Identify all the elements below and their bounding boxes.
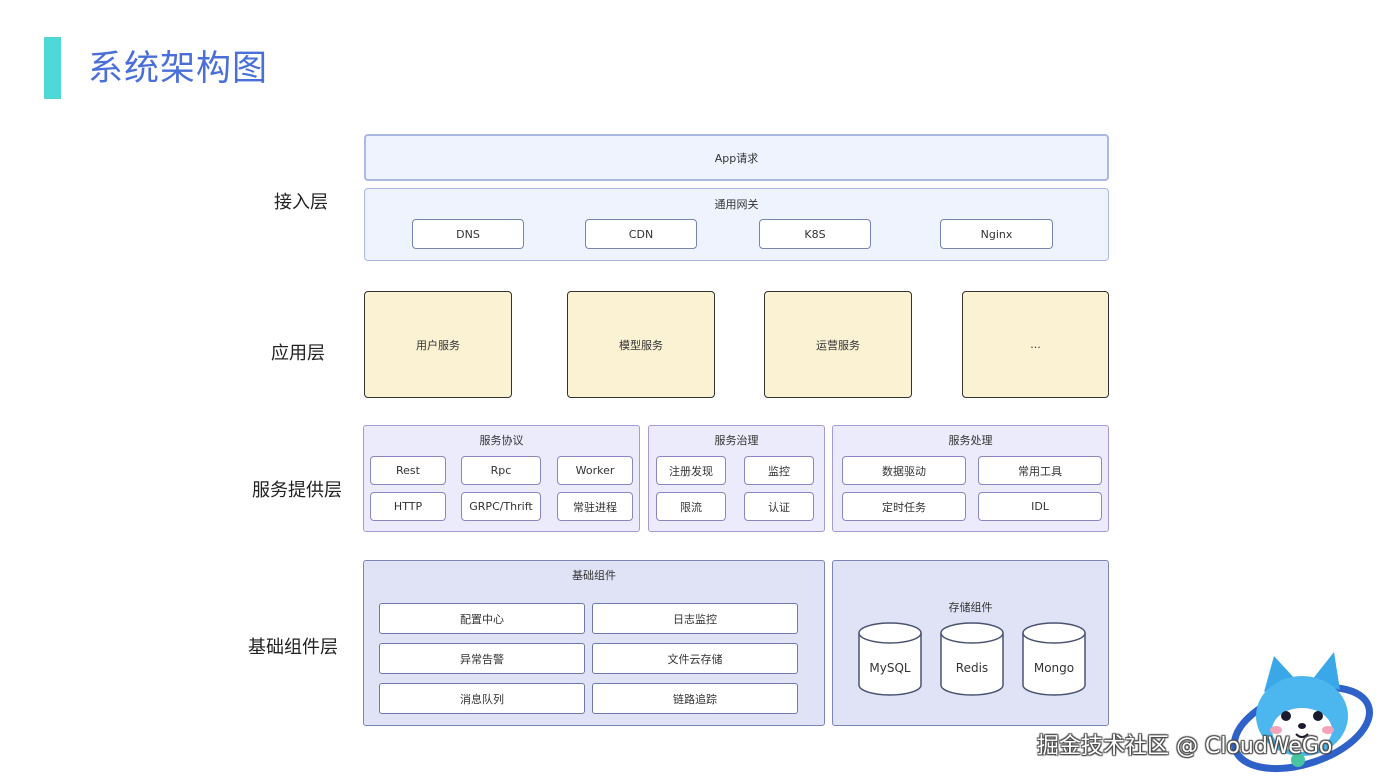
component-item-label: 文件云存储 bbox=[667, 652, 723, 666]
app-service-label: ... bbox=[1030, 338, 1041, 351]
protocol-item-label: Rest bbox=[396, 464, 420, 477]
base-components-title: 基础组件 bbox=[572, 569, 616, 582]
component-item-cloudstorage: 文件云存储 bbox=[592, 643, 798, 674]
app-service-operations: 运营服务 bbox=[764, 291, 912, 398]
protocol-item-http: HTTP bbox=[370, 492, 446, 521]
protocol-item-label: Rpc bbox=[490, 464, 512, 477]
title-accent-bar bbox=[44, 37, 61, 99]
gateway-item-nginx: Nginx bbox=[940, 219, 1053, 249]
gateway-item-dns: DNS bbox=[412, 219, 524, 249]
governance-item-label: 认证 bbox=[768, 500, 790, 514]
app-service-label: 模型服务 bbox=[619, 338, 663, 352]
gateway-title: 通用网关 bbox=[714, 198, 759, 211]
service-processing-title: 服务处理 bbox=[948, 434, 993, 447]
footer-watermark: 掘金技术社区 @ CloudWeGo bbox=[1037, 734, 1333, 759]
processing-item-label: 常用工具 bbox=[1018, 464, 1062, 478]
governance-item-ratelimit: 限流 bbox=[656, 492, 726, 521]
component-item-label: 消息队列 bbox=[460, 692, 504, 706]
app-service-model: 模型服务 bbox=[567, 291, 715, 398]
base-storage-title: 存储组件 bbox=[948, 601, 993, 614]
component-item-label: 日志监控 bbox=[673, 612, 717, 626]
layer-label-access: 接入层 bbox=[274, 192, 328, 213]
cloudwego-mascot-logo bbox=[1231, 652, 1373, 772]
protocol-item-label: GRPC/Thrift bbox=[469, 500, 533, 513]
component-item-mq: 消息队列 bbox=[379, 683, 585, 714]
component-item-logmonitor: 日志监控 bbox=[592, 603, 798, 634]
processing-item-label: 数据驱动 bbox=[882, 464, 926, 478]
processing-item-tools: 常用工具 bbox=[978, 456, 1102, 485]
processing-item-label: 定时任务 bbox=[882, 500, 926, 514]
app-service-label: 运营服务 bbox=[816, 338, 860, 352]
protocol-item-daemon: 常驻进程 bbox=[557, 492, 633, 521]
component-item-label: 配置中心 bbox=[460, 612, 504, 626]
component-item-config: 配置中心 bbox=[379, 603, 585, 634]
governance-item-label: 限流 bbox=[680, 500, 702, 514]
protocol-item-rest: Rest bbox=[370, 456, 446, 485]
protocol-item-label: HTTP bbox=[393, 500, 423, 513]
app-service-user: 用户服务 bbox=[364, 291, 512, 398]
protocol-item-worker: Worker bbox=[557, 456, 633, 485]
storage-cylinder-mysql: MySQL bbox=[858, 622, 922, 696]
gateway-item-k8s: K8S bbox=[759, 219, 871, 249]
governance-item-label: 注册发现 bbox=[669, 464, 713, 478]
protocol-item-label: Worker bbox=[575, 464, 615, 477]
processing-item-label: IDL bbox=[1031, 500, 1049, 513]
database-icon bbox=[940, 622, 1004, 696]
protocol-item-grpc: GRPC/Thrift bbox=[461, 492, 541, 521]
service-governance-title: 服务治理 bbox=[714, 434, 759, 447]
app-service-label: 用户服务 bbox=[416, 338, 460, 352]
component-item-label: 异常告警 bbox=[460, 652, 504, 666]
storage-label: Redis bbox=[955, 661, 989, 675]
processing-item-datadriven: 数据驱动 bbox=[842, 456, 966, 485]
layer-label-app: 应用层 bbox=[271, 343, 325, 364]
component-item-tracing: 链路追踪 bbox=[592, 683, 798, 714]
layer-label-service: 服务提供层 bbox=[252, 480, 342, 501]
governance-item-discovery: 注册发现 bbox=[656, 456, 726, 485]
processing-item-cron: 定时任务 bbox=[842, 492, 966, 521]
storage-label: Mongo bbox=[1033, 661, 1075, 675]
processing-item-idl: IDL bbox=[978, 492, 1102, 521]
governance-item-monitor: 监控 bbox=[744, 456, 814, 485]
gateway-item-label: CDN bbox=[628, 227, 654, 241]
protocol-item-label: 常驻进程 bbox=[573, 500, 617, 514]
service-protocol-title: 服务协议 bbox=[479, 434, 524, 447]
gateway-item-cdn: CDN bbox=[585, 219, 697, 249]
layer-label-base: 基础组件层 bbox=[248, 637, 338, 658]
component-item-label: 链路追踪 bbox=[673, 692, 717, 706]
app-service-more: ... bbox=[962, 291, 1109, 398]
gateway-item-label: DNS bbox=[456, 227, 480, 241]
database-icon bbox=[858, 622, 922, 696]
storage-label: MySQL bbox=[869, 661, 911, 675]
page-title: 系统架构图 bbox=[88, 49, 269, 89]
storage-cylinder-redis: Redis bbox=[940, 622, 1004, 696]
storage-cylinder-mongo: Mongo bbox=[1022, 622, 1086, 696]
protocol-item-rpc: Rpc bbox=[461, 456, 541, 485]
gateway-item-label: Nginx bbox=[980, 227, 1013, 241]
governance-item-label: 监控 bbox=[768, 464, 790, 478]
component-item-alert: 异常告警 bbox=[379, 643, 585, 674]
app-request-label: App请求 bbox=[714, 151, 759, 165]
gateway-item-label: K8S bbox=[804, 227, 826, 241]
governance-item-auth: 认证 bbox=[744, 492, 814, 521]
app-request-box: App请求 bbox=[364, 134, 1109, 181]
database-icon bbox=[1022, 622, 1086, 696]
